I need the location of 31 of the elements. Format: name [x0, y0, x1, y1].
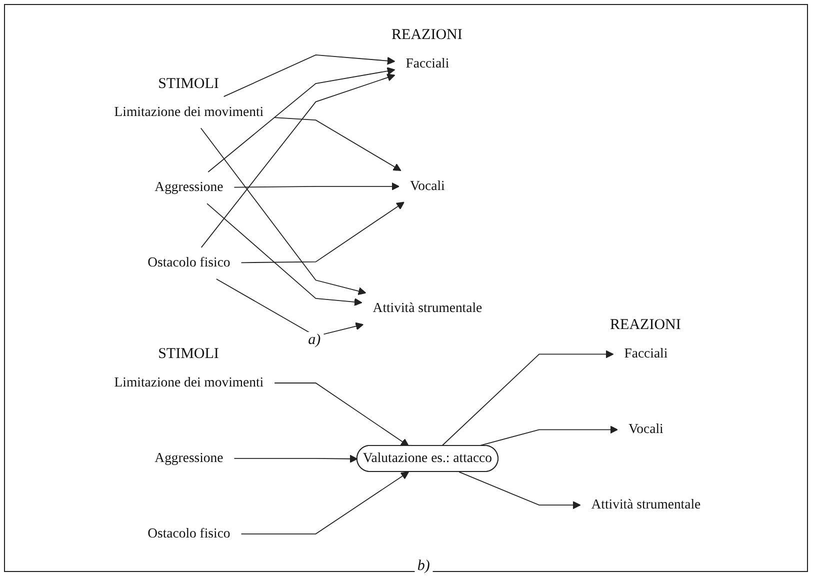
arrow — [233, 454, 358, 463]
arrow — [222, 54, 395, 98]
node-text: Limitazione dei movimenti — [114, 375, 264, 390]
node-text: Attività strumentale — [590, 498, 700, 512]
arrow — [206, 203, 362, 306]
column-heading: REAZIONI — [610, 317, 681, 334]
panel-caption: b) — [414, 558, 433, 575]
node-text: Aggressione — [154, 450, 223, 466]
arrow — [207, 67, 395, 172]
arrow — [200, 74, 395, 248]
arrow — [240, 472, 408, 534]
arrow — [233, 182, 399, 190]
arrow — [274, 382, 408, 446]
node-text: Vocali — [628, 422, 663, 437]
column-heading: REAZIONI — [392, 27, 462, 44]
node-text: Ostacolo fisico — [147, 526, 230, 541]
arrow — [458, 472, 580, 510]
node-text: Facciali — [405, 56, 449, 72]
node-text: Facciali — [624, 346, 668, 362]
node-text: Attività strumentale — [372, 301, 482, 316]
node-text: Ostacolo fisico — [147, 256, 230, 270]
column-heading: STIMOLI — [158, 346, 219, 364]
arrow — [240, 202, 404, 264]
node-text: Vocali — [410, 178, 444, 194]
arrow — [274, 117, 401, 171]
column-heading: STIMOLI — [158, 76, 219, 93]
arrow — [215, 278, 364, 337]
node-text: Aggressione — [154, 180, 223, 195]
arrow — [200, 128, 366, 296]
node-text: Limitazione dei movimenti — [114, 104, 264, 120]
arrow — [440, 350, 614, 446]
